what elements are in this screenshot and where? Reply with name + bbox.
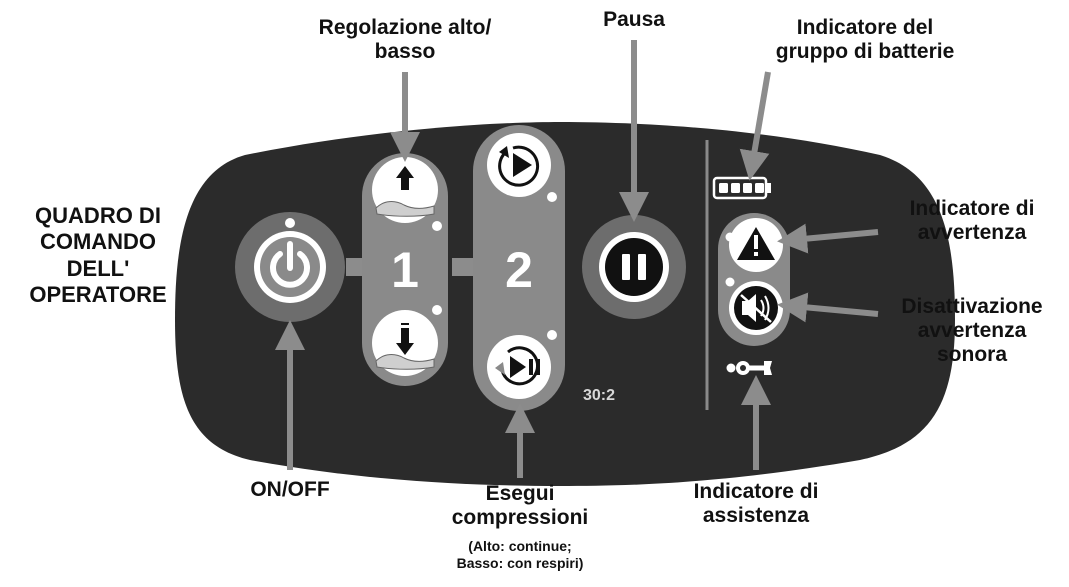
- callout-arrow: [777, 223, 879, 254]
- warning-label: Indicatore di avvertenza: [880, 197, 1064, 245]
- up-down-label: Regolazione alto/ basso: [265, 16, 545, 64]
- lower-led: [432, 305, 442, 315]
- arrow-down-icon: [396, 323, 414, 355]
- compressions-note: (Alto: continue; Basso: con respiri): [410, 538, 630, 572]
- label-line: sonora: [936, 343, 1007, 367]
- raise-led: [432, 221, 442, 231]
- step-2-number: 2: [505, 242, 533, 298]
- onoff-led: [285, 218, 295, 228]
- continuous-compressions-icon: [498, 145, 540, 187]
- warning-icon: [737, 227, 775, 260]
- label-line: compressioni: [451, 506, 589, 530]
- label-line: gruppo di batterie: [775, 40, 955, 64]
- title-line: DELL': [66, 255, 130, 281]
- continuous-compressions-button[interactable]: [487, 133, 551, 197]
- wrench-icon: [736, 361, 772, 375]
- step-1-number: 1: [391, 242, 419, 298]
- compressions-pill: [473, 125, 565, 411]
- battery-label: Indicatore del gruppo di batterie: [735, 16, 995, 64]
- arrow-up-icon: [396, 166, 414, 190]
- label-line: Indicatore di: [693, 480, 819, 503]
- label-line: ON/OFF: [250, 478, 330, 501]
- label-line: basso: [374, 40, 436, 64]
- label-line: Indicatore di: [909, 197, 1035, 220]
- service-label: Indicatore di assistenza: [656, 480, 856, 528]
- panel-title: QUADRO DI COMANDO DELL' OPERATORE: [0, 203, 196, 309]
- compressions-label: Esegui compressioni: [410, 482, 630, 530]
- compressions-with-breaths-button[interactable]: [487, 335, 551, 399]
- power-icon: [270, 241, 310, 288]
- mute-label: Disattivazione avvertenza sonora: [880, 295, 1064, 367]
- onoff-button[interactable]: [235, 212, 345, 322]
- title-line: OPERATORE: [29, 282, 167, 308]
- patient-icon: [375, 354, 435, 370]
- mute-button[interactable]: [729, 281, 783, 335]
- label-line: Disattivazione: [901, 295, 1043, 318]
- continuous-led: [547, 192, 557, 202]
- callout-arrow: [777, 292, 879, 323]
- service-led: [726, 363, 736, 373]
- ratio-label: 30:2: [583, 387, 615, 404]
- title-line: COMANDO: [39, 229, 157, 255]
- label-line: assistenza: [702, 504, 810, 528]
- label-line: avvertenza: [917, 319, 1027, 343]
- label-line: Basso: con respiri): [456, 554, 584, 571]
- breaths-led: [547, 330, 557, 340]
- patient-icon: [375, 201, 435, 217]
- label-line: Esegui: [485, 482, 555, 505]
- compressions-with-breaths-icon: [495, 346, 540, 386]
- callout-arrow: [739, 71, 771, 181]
- label-line: avvertenza: [917, 221, 1027, 245]
- label-line: Regolazione alto/: [318, 16, 492, 39]
- mute-led: [725, 277, 735, 287]
- label-line: Indicatore del: [796, 16, 934, 39]
- pause-button[interactable]: [582, 215, 686, 319]
- mute-icon: [734, 286, 778, 330]
- label-line: Pausa: [603, 8, 665, 31]
- title-line: QUADRO DI: [35, 203, 161, 228]
- onoff-label: ON/OFF: [220, 478, 360, 502]
- lower-button[interactable]: [372, 310, 438, 376]
- pause-label: Pausa: [574, 8, 694, 32]
- warning-indicator: [729, 218, 783, 272]
- label-line: (Alto: continue;: [468, 538, 572, 554]
- raise-button[interactable]: [372, 157, 438, 223]
- pause-icon: [622, 254, 646, 280]
